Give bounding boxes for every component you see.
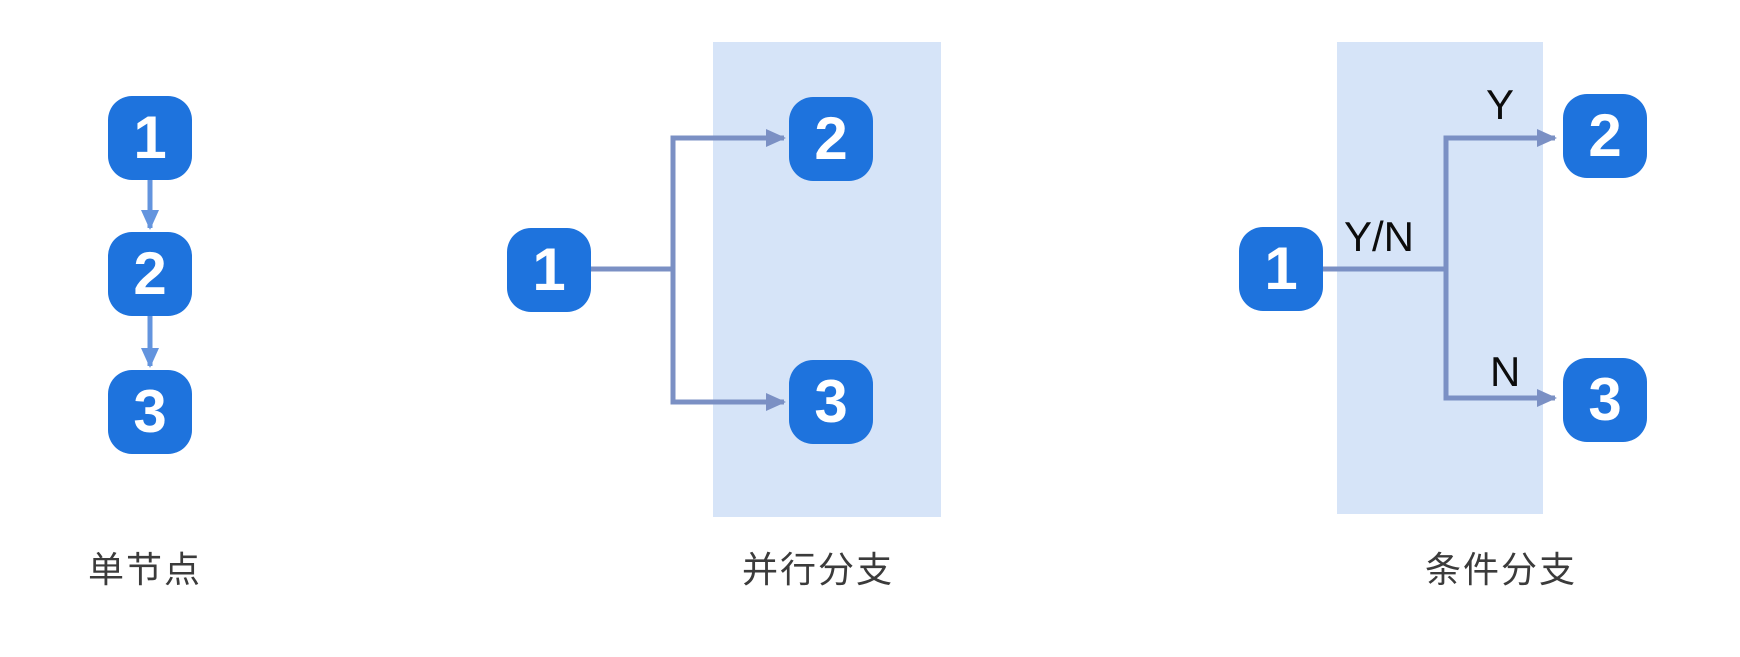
parallel-branch-caption: 并行分支 <box>741 549 894 590</box>
parallel-node-3: 3 <box>789 360 873 444</box>
condition-yes-label: Y <box>1486 81 1515 128</box>
conditional-node-2: 2 <box>1563 94 1647 178</box>
conditional-node-1: 1 <box>1239 227 1323 311</box>
condition-source-label: Y/N <box>1344 213 1415 260</box>
single-node-2: 2 <box>108 232 192 316</box>
single-node-caption: 单节点 <box>87 549 202 590</box>
conditional-branch-caption: 条件分支 <box>1424 549 1577 590</box>
conditional-node-3: 3 <box>1563 358 1647 442</box>
parallel-node-2: 2 <box>789 97 873 181</box>
single-node-3: 3 <box>108 370 192 454</box>
condition-no-label: N <box>1490 348 1521 395</box>
single-node-1: 1 <box>108 96 192 180</box>
parallel-node-1: 1 <box>507 228 591 312</box>
